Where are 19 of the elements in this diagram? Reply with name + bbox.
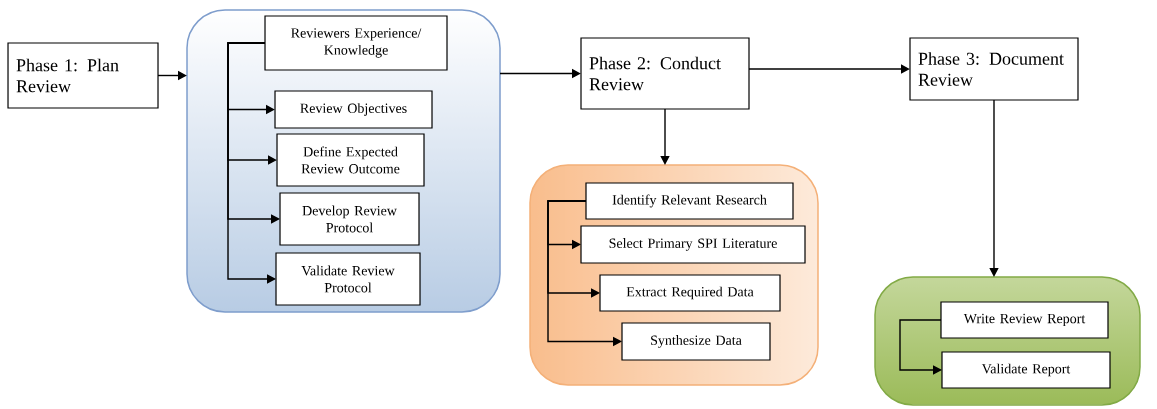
arrow — [660, 108, 670, 165]
step-box: Select Primary SPI Literature — [580, 225, 806, 264]
step-box: Develop Review Protocol — [279, 192, 420, 246]
phase-box: Phase 1: Plan Review — [7, 42, 159, 109]
step-box: Write Review Report — [940, 301, 1109, 339]
arrow — [899, 319, 942, 375]
step-box: Extract Required Data — [599, 274, 781, 312]
step-box: Validate Review Protocol — [275, 252, 421, 306]
step-box: Define Expected Review Outcome — [276, 133, 425, 187]
arrow — [989, 99, 999, 277]
arrow — [227, 42, 276, 284]
step-box: Reviewers Experience/ Knowledge — [264, 15, 448, 71]
step-box: Synthesize Data — [621, 322, 771, 361]
step-box: Validate Report — [941, 351, 1111, 389]
arrow — [748, 64, 910, 74]
step-box: Review Objectives — [274, 90, 433, 129]
phase-box: Phase 3: Document Review — [909, 37, 1079, 101]
phase-box: Phase 2: Conduct Review — [580, 37, 750, 110]
step-box: Identify Relevant Research — [585, 182, 794, 220]
